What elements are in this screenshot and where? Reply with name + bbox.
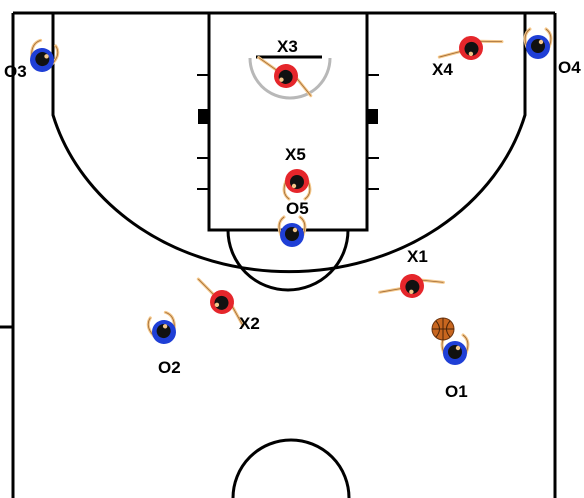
player-x1 [378, 262, 444, 310]
player-ear [539, 40, 543, 44]
player-x5 [284, 169, 310, 199]
player-label-x4: X4 [432, 60, 453, 79]
center-circle [233, 440, 349, 498]
player-o4 [525, 29, 551, 59]
lane-block-left [198, 109, 209, 124]
player-o3 [26, 39, 61, 76]
player-ear [292, 184, 296, 188]
player-label-x1: X1 [407, 247, 428, 266]
player-ear [293, 228, 297, 232]
player-label-x3: X3 [277, 37, 298, 56]
player-label-x5: X5 [285, 145, 306, 164]
player-o2 [146, 311, 181, 348]
player-label-o5: O5 [286, 199, 309, 218]
player-label-o1: O1 [445, 382, 468, 401]
lane-block-right [367, 109, 378, 124]
lane-hash-marks [197, 75, 379, 189]
player-label-o2: O2 [158, 358, 181, 377]
player-x3 [252, 54, 318, 98]
player-o5 [279, 217, 305, 247]
basketball-icon [432, 318, 454, 340]
player-ear [456, 346, 460, 350]
player-label-x2: X2 [239, 314, 260, 333]
player-label-o3: O3 [4, 62, 27, 81]
player-label-o4: O4 [558, 58, 581, 77]
